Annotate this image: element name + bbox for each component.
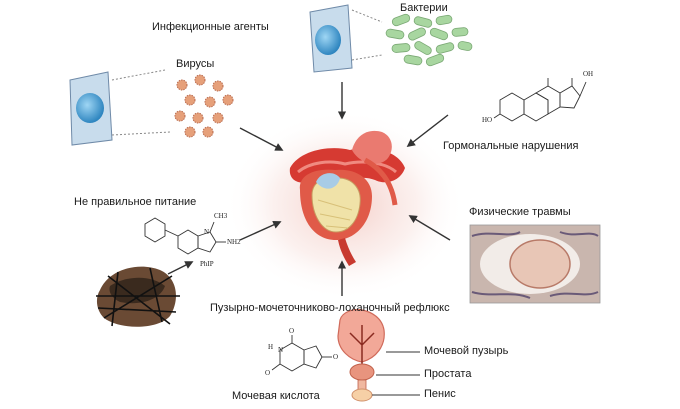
virus-cell [69,69,171,146]
bladder-schematic [337,308,420,402]
prostate-organ-illustration [289,130,405,266]
phip-ch3-label: CH3 [214,212,228,220]
bacteria-cluster [385,13,473,67]
trauma-histology-image [469,224,601,304]
uric-o-left-label: O [265,369,271,377]
label-viruses: Вирусы [176,58,215,70]
phip-structure [144,217,226,255]
uric-h-label: H [268,343,274,351]
label-prostate: Простата [424,368,472,380]
steroid-ho-label: HO [482,116,493,124]
infectious-cell [309,4,383,73]
label-bacteria: Бактерии [400,2,448,14]
uric-o-right-label: O [333,353,339,361]
uric-acid-structure [271,335,332,372]
steroid-oh-label: OH [583,70,594,78]
label-penis: Пенис [424,388,456,400]
burnt-food-illustration [96,266,180,327]
label-poor-nutrition: Не правильное питание [74,196,197,208]
uric-n-label: N [278,346,284,354]
label-reflux: Пузырно-мочеточниково-лоханочный рефлюкс [210,302,450,314]
label-physical-trauma: Физические травмы [469,206,571,218]
label-bladder: Мочевой пузырь [424,345,509,357]
arrows [167,82,451,296]
label-infectious-agents: Инфекционные агенты [152,21,269,33]
virus-particles [174,74,234,138]
arrow-viruses [239,127,284,151]
arrow-hormonal [406,114,449,148]
arrow-food-to-phip [167,261,194,275]
label-hormonal-disorders: Гормональные нарушения [443,140,579,152]
steroid-structure [493,78,587,122]
arrow-nutrition [239,220,282,241]
phip-nh2-label: NH2 [227,238,241,246]
arrow-trauma [408,215,451,241]
phip-name-label: PhIP [200,260,214,268]
phip-n-label: N [204,228,210,236]
label-uric-acid: Мочевая кислота [232,390,320,402]
uric-o-top-label: O [289,327,295,335]
